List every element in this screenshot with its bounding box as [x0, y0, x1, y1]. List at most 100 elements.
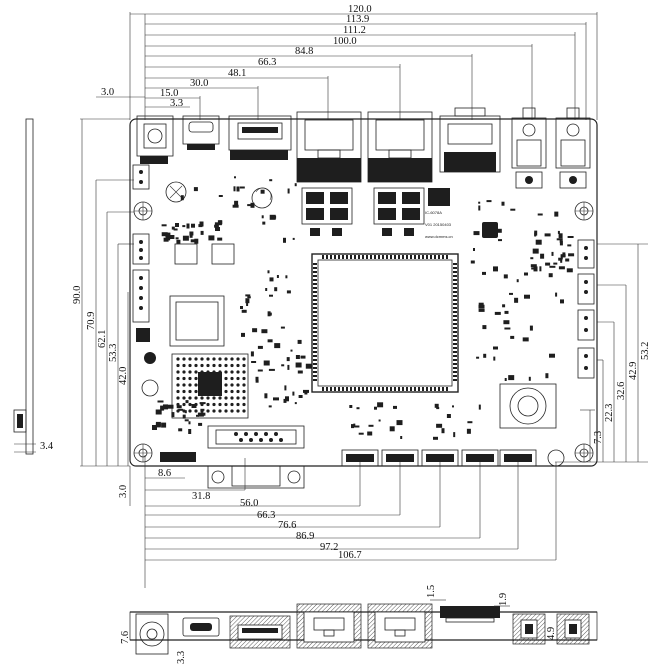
smd-component	[292, 391, 295, 396]
bga-ball	[230, 383, 234, 387]
smd-component	[389, 426, 395, 432]
soc-pin	[313, 271, 317, 273]
soc-pin	[398, 255, 400, 259]
smd-component	[184, 419, 189, 422]
smd-component	[549, 353, 555, 358]
smd-component	[529, 325, 533, 331]
soc-pin	[354, 255, 356, 259]
bga-ball	[176, 383, 180, 387]
smd-component	[280, 326, 285, 329]
bga-ball	[188, 357, 192, 361]
smd-component	[193, 187, 198, 192]
soc-pin	[382, 387, 384, 391]
smd-component	[286, 290, 291, 294]
soc-pin	[442, 387, 444, 391]
bga-ball	[224, 363, 228, 368]
bga-ball	[182, 376, 186, 381]
soc-pin	[358, 255, 360, 259]
soc-pin	[422, 255, 424, 259]
soc-pin	[313, 375, 317, 377]
soc-pin	[313, 279, 317, 281]
soc-pin	[313, 327, 317, 329]
soc-pin	[342, 255, 344, 259]
smd-component	[545, 262, 551, 266]
front-usb-c	[182, 617, 220, 637]
smd-component	[534, 232, 537, 237]
rj45-port-2	[367, 111, 433, 183]
soc-pin	[382, 255, 384, 259]
bga-ball	[200, 363, 204, 368]
smd-component	[493, 346, 498, 350]
usb-a-port	[228, 115, 292, 160]
side-view-connector-body	[17, 414, 23, 428]
smd-component	[300, 355, 306, 359]
smd-component	[245, 298, 250, 304]
smd-component	[255, 379, 259, 383]
bga-ball	[182, 389, 186, 394]
soc-pin	[453, 379, 457, 381]
smd-component	[186, 223, 190, 229]
vga-pin	[264, 432, 268, 436]
smd-component	[166, 238, 171, 241]
smd-component	[198, 422, 203, 426]
soc-pin	[453, 371, 457, 373]
bga-ball	[206, 402, 210, 407]
soc-pin	[426, 255, 428, 259]
dim-left-6: 3.0	[118, 485, 129, 498]
bga-ball	[236, 402, 240, 407]
smd-component	[251, 361, 257, 363]
smd-component	[295, 362, 302, 368]
dim-bottom-3: 56.0	[240, 498, 258, 509]
smd-component	[176, 239, 181, 244]
soc-pin	[453, 367, 457, 369]
smd-component	[152, 425, 157, 430]
soc-pin	[446, 255, 448, 259]
dim-top-4: 100.0	[333, 36, 357, 47]
soc-pin	[453, 339, 457, 341]
soc-pin	[410, 387, 412, 391]
smd-component	[510, 335, 515, 339]
smd-component	[257, 345, 263, 349]
smd-component	[239, 186, 245, 189]
soc-pins	[313, 255, 457, 391]
power-module	[141, 181, 273, 397]
bga-ball	[230, 376, 234, 381]
smd-component	[294, 402, 297, 405]
smd-component	[532, 248, 539, 254]
soc-pin	[453, 375, 457, 377]
soc-pin	[453, 263, 457, 265]
soc-pin	[313, 359, 317, 361]
soc-pin	[326, 387, 328, 391]
smd-component	[188, 429, 192, 434]
smd-component	[548, 273, 553, 278]
bga-ball	[194, 383, 198, 387]
soc-pin	[438, 387, 440, 391]
smd-component	[537, 213, 543, 216]
bga-ball	[188, 363, 192, 368]
board-top-view: IC-6078A V01 20150403 www.dcmms.cn	[129, 107, 598, 489]
bga-ball	[206, 396, 210, 400]
bga-ball	[176, 376, 180, 381]
soc-pin	[453, 275, 457, 277]
smd-component	[233, 186, 236, 192]
smd-component	[157, 400, 164, 403]
bga-ball	[218, 357, 222, 361]
soc-pin	[406, 255, 408, 259]
bga-ball	[182, 383, 186, 387]
dc-power-jack	[136, 115, 174, 164]
smd-component	[168, 235, 175, 239]
soc-pin	[453, 355, 457, 357]
soc-pin	[434, 387, 436, 391]
smd-component	[557, 230, 560, 234]
smd-component	[476, 356, 480, 359]
smd-component	[483, 353, 487, 358]
bga-ball	[242, 363, 246, 368]
soc-pin	[313, 343, 317, 345]
smd-component	[287, 188, 290, 194]
bga-ball	[236, 389, 240, 394]
smd-component	[167, 404, 174, 409]
soc-pin	[453, 287, 457, 289]
soc-pin	[313, 319, 317, 321]
bga-ball	[194, 409, 198, 413]
dim-top-3: 111.2	[343, 25, 366, 36]
